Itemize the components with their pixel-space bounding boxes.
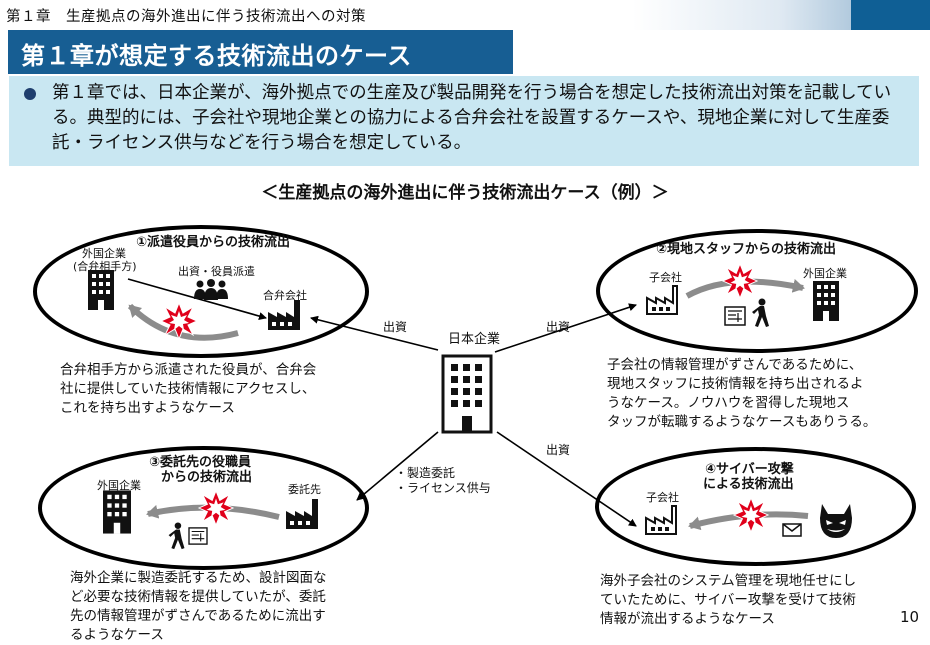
case4-description-line: ていたために、サイバー攻撃を受けて技術	[600, 592, 856, 608]
case2-subsidiary-label: 子会社	[649, 271, 682, 284]
case2-description-line: うなケース。ノウハウを習得した現地ス	[607, 395, 850, 411]
case1-description-line: 合弁相手方から派遣された役員が、合弁会	[60, 362, 317, 378]
slide-title: 第１章が想定する技術流出のケース	[21, 42, 412, 70]
arrow-to-case2	[494, 303, 637, 353]
case1-foreign-company-label: 外国企業	[82, 247, 126, 260]
case1-description-line: 社に提供していた技術情報にアクセスし、	[60, 381, 316, 397]
factory-icon	[645, 505, 677, 535]
blueprint-document-icon	[188, 527, 208, 545]
case2-foreign-company-label: 外国企業	[803, 267, 847, 280]
office-building-icon	[103, 490, 131, 534]
office-building-icon	[88, 270, 114, 310]
bullet-icon	[24, 88, 36, 100]
case3-description-line: ど必要な技術情報を提供していたが、委託	[70, 589, 326, 605]
case1-title: ①派遣役員からの技術流出	[136, 235, 291, 250]
case3-foreign-company-label: 外国企業	[97, 479, 141, 492]
case2-description: 子会社の情報管理がずさんであるために、 現地スタッフに技術情報を持ち出されるよ …	[607, 356, 876, 432]
investment-label-case1: 出資	[383, 320, 408, 334]
page-number: 10	[900, 608, 920, 626]
chapter-title: 第１章 生産拠点の海外進出に伴う技術流出への対策	[6, 9, 366, 25]
case1-description-line: これを持ち出すようなケース	[60, 400, 235, 416]
summary-text: 第１章では、日本企業が、海外拠点での生産及び製品開発を行う場合を想定した技術流出…	[52, 83, 892, 153]
summary-box	[9, 76, 919, 166]
case3-contractor-label: 委託先	[288, 483, 321, 496]
factory-icon	[646, 285, 678, 315]
case3-description: 海外企業に製造委託するため、設計図面な ど必要な技術情報を提供していたが、委託 …	[70, 569, 327, 645]
slide-title-bar	[8, 30, 513, 74]
case2-description-line: タッフが転職するようなケースもありうる。	[607, 414, 877, 430]
japanese-company-building-icon	[441, 354, 493, 434]
header-accent-block	[851, 0, 930, 30]
case4-title-line1: ④サイバー攻撃	[705, 462, 794, 477]
case3-title-line1: ③委託先の役職員	[149, 455, 252, 470]
investment-label-case2: 出資	[546, 320, 571, 334]
license-label: ・ライセンス供与	[395, 481, 491, 495]
leak-burst-icon	[159, 301, 199, 341]
leak-burst-icon	[721, 262, 759, 300]
office-building-icon	[813, 281, 839, 321]
investment-label-case4: 出資	[546, 443, 571, 457]
consignment-label: ・製造委託	[395, 466, 456, 480]
case2-title: ②現地スタッフからの技術流出	[656, 242, 837, 257]
factory-icon	[268, 300, 300, 330]
case1-description: 合弁相手方から派遣された役員が、合弁会 社に提供していた技術情報にアクセスし、 …	[60, 361, 316, 418]
arrow-to-case4	[496, 431, 637, 527]
blueprint-document-icon	[724, 306, 746, 326]
case1-jv-partner-label: (合弁相手方)	[73, 260, 137, 273]
case4-title-line2: による技術流出	[703, 477, 794, 492]
case4-subsidiary-label: 子会社	[646, 491, 679, 504]
email-envelope-icon	[782, 523, 802, 537]
japanese-company-label: 日本企業	[448, 332, 501, 347]
case3-description-line: 先の情報管理がずさんであるために流出す	[70, 608, 326, 624]
case2-description-line: 現地スタッフに技術情報を持ち出されるよ	[607, 376, 864, 392]
arrow-to-case3	[356, 431, 439, 501]
case3-title-line2: からの技術流出	[161, 470, 253, 485]
case4-description-line: 情報が流出するようなケース	[600, 611, 775, 627]
people-group-icon	[194, 279, 228, 300]
factory-icon	[286, 499, 318, 529]
leak-burst-icon	[732, 496, 770, 534]
header-bar	[0, 0, 930, 30]
case1-jv-label: 合弁会社	[263, 289, 307, 302]
case1-dispatch-label: 出資・役員派遣	[178, 265, 255, 278]
walking-person-icon	[752, 298, 769, 327]
leak-burst-icon	[197, 489, 235, 527]
walking-person-icon	[168, 522, 185, 550]
diagram-title: ＜生産拠点の海外進出に伴う技術流出ケース（例）＞	[261, 183, 669, 203]
case3-description-line: るようなケース	[70, 627, 164, 643]
case2-ellipse	[596, 229, 918, 353]
case4-description-line: 海外子会社のシステム管理を現地任せにし	[600, 573, 857, 589]
cyber-attacker-devil-icon	[820, 504, 852, 538]
case4-description: 海外子会社のシステム管理を現地任せにし ていたために、サイバー攻撃を受けて技術 …	[600, 572, 856, 629]
arrow-to-case1	[310, 315, 439, 351]
case3-description-line: 海外企業に製造委託するため、設計図面な	[70, 570, 327, 586]
case2-description-line: 子会社の情報管理がずさんであるために、	[607, 357, 863, 373]
